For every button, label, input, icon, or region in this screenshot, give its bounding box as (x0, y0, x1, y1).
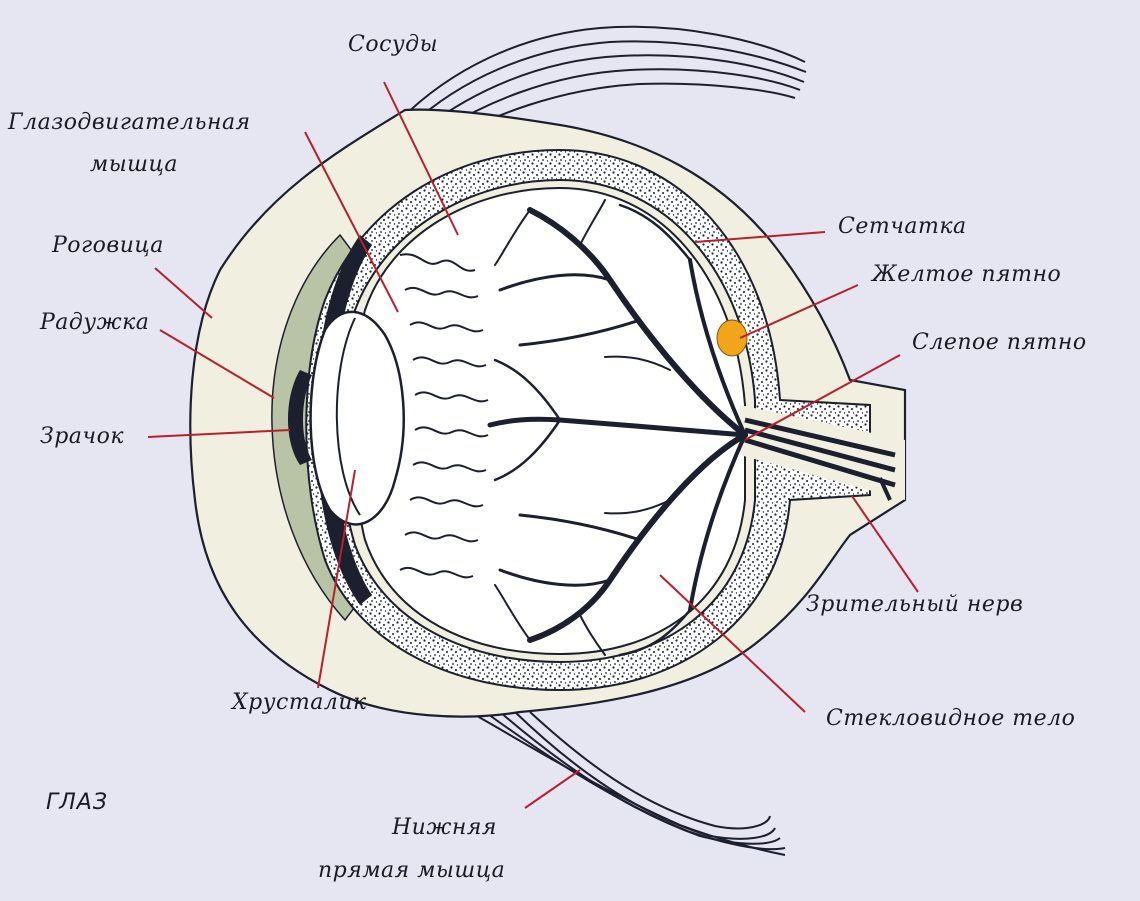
leader-lines (147, 81, 919, 809)
label-cornea: Роговица (52, 233, 164, 258)
lower-muscle (469, 711, 786, 856)
ciliary-fringe (399, 253, 489, 579)
pupil-shape (287, 370, 312, 465)
label-vessels: Сосуды (348, 32, 439, 57)
macula-shape (716, 319, 748, 357)
diagram-title: ГЛАЗ (46, 790, 108, 815)
label-inferior-rectus-line2: прямая мышца (318, 858, 506, 883)
label-vitreous: Стекловидное тело (826, 706, 1076, 731)
label-retina: Сетчатка (838, 214, 967, 239)
label-iris: Радужка (40, 310, 150, 335)
label-lens: Хрусталик (232, 690, 367, 715)
label-inferior-rectus-line1: Нижняя (392, 815, 497, 840)
lens-shape (309, 310, 405, 526)
label-optic-nerve: Зрительный нерв (806, 592, 1024, 617)
label-oculomotor-line2: мышца (90, 152, 178, 177)
label-blind-spot: Слепое пятно (912, 330, 1087, 355)
vessel-tree (487, 199, 748, 657)
label-pupil: Зрачок (40, 424, 124, 449)
label-oculomotor-line1: Глазодвигательная (8, 110, 251, 135)
label-yellow-spot: Желтое пятно (872, 262, 1062, 287)
